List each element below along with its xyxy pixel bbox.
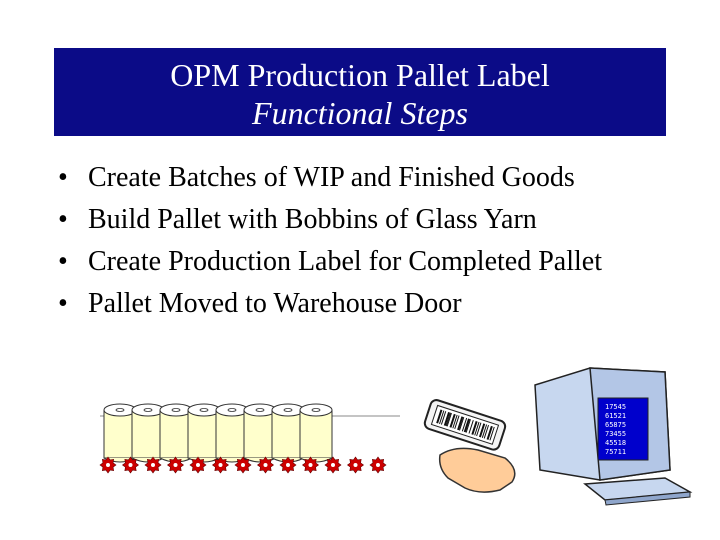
gear-icon (189, 456, 207, 474)
monitor-screen (597, 397, 649, 461)
bullet-marker: • (58, 246, 68, 277)
bullet-item: • Create Production Label for Completed … (58, 246, 628, 278)
slide-title: OPM Production Pallet Label (170, 57, 550, 93)
bobbin-icon (243, 403, 277, 463)
bullet-text: Pallet Moved to Warehouse Door (88, 288, 462, 319)
bobbin-icon (271, 403, 305, 463)
gear-icon (166, 456, 185, 474)
gear-row (99, 456, 387, 474)
bullet-list: • Create Batches of WIP and Finished Goo… (58, 162, 678, 330)
gear-icon (369, 456, 387, 474)
barcode-lines (436, 409, 495, 441)
gear-icon (324, 456, 342, 474)
terminal-line: 73455 (605, 430, 626, 438)
gear-icon (99, 456, 117, 474)
bullet-marker: • (58, 204, 68, 235)
terminal-line: 61521 (605, 412, 626, 420)
keyboard-edge (604, 491, 691, 506)
bobbin-icon (131, 403, 165, 463)
gear-icon (346, 456, 365, 474)
slide-title-box: OPM Production Pallet Label Functional S… (54, 48, 666, 136)
gear-icon (234, 456, 252, 474)
bobbin-icon (215, 403, 249, 463)
bullet-text: Create Production Label for Completed Pa… (88, 246, 602, 277)
terminal-line: 45518 (605, 439, 626, 447)
terminal-line: 17545 (605, 403, 626, 411)
gear-icon (256, 456, 275, 474)
bullet-item: • Pallet Moved to Warehouse Door (58, 288, 678, 320)
hand-shape (438, 447, 516, 493)
bobbin-icon (187, 403, 221, 463)
bullet-marker: • (58, 162, 68, 193)
terminal-line: 75711 (605, 448, 626, 456)
bullet-marker: • (58, 288, 68, 319)
slide-subtitle: Functional Steps (252, 95, 468, 131)
computer-terminal-icon: 17545 61521 65875 73455 45518 75711 (534, 367, 693, 506)
bobbin-icon (159, 403, 193, 463)
gear-icon (144, 456, 162, 474)
gear-icon (279, 456, 297, 474)
pallet-illustration: 17545 61521 65875 73455 45518 75711 (99, 367, 693, 506)
bobbin-icon (103, 403, 137, 463)
gear-icon (121, 456, 140, 474)
bobbin-row (103, 403, 333, 463)
gear-icon (211, 456, 230, 474)
bullet-text: Build Pallet with Bobbins of Glass Yarn (88, 204, 537, 235)
bullet-item: • Build Pallet with Bobbins of Glass Yar… (58, 204, 678, 236)
terminal-line: 65875 (605, 421, 626, 429)
bobbin-icon (299, 403, 333, 463)
bullet-text: Create Batches of WIP and Finished Goods (88, 162, 575, 193)
bullet-item: • Create Batches of WIP and Finished Goo… (58, 162, 678, 194)
gear-icon (301, 456, 320, 474)
barcode-scanner-icon (423, 399, 516, 493)
